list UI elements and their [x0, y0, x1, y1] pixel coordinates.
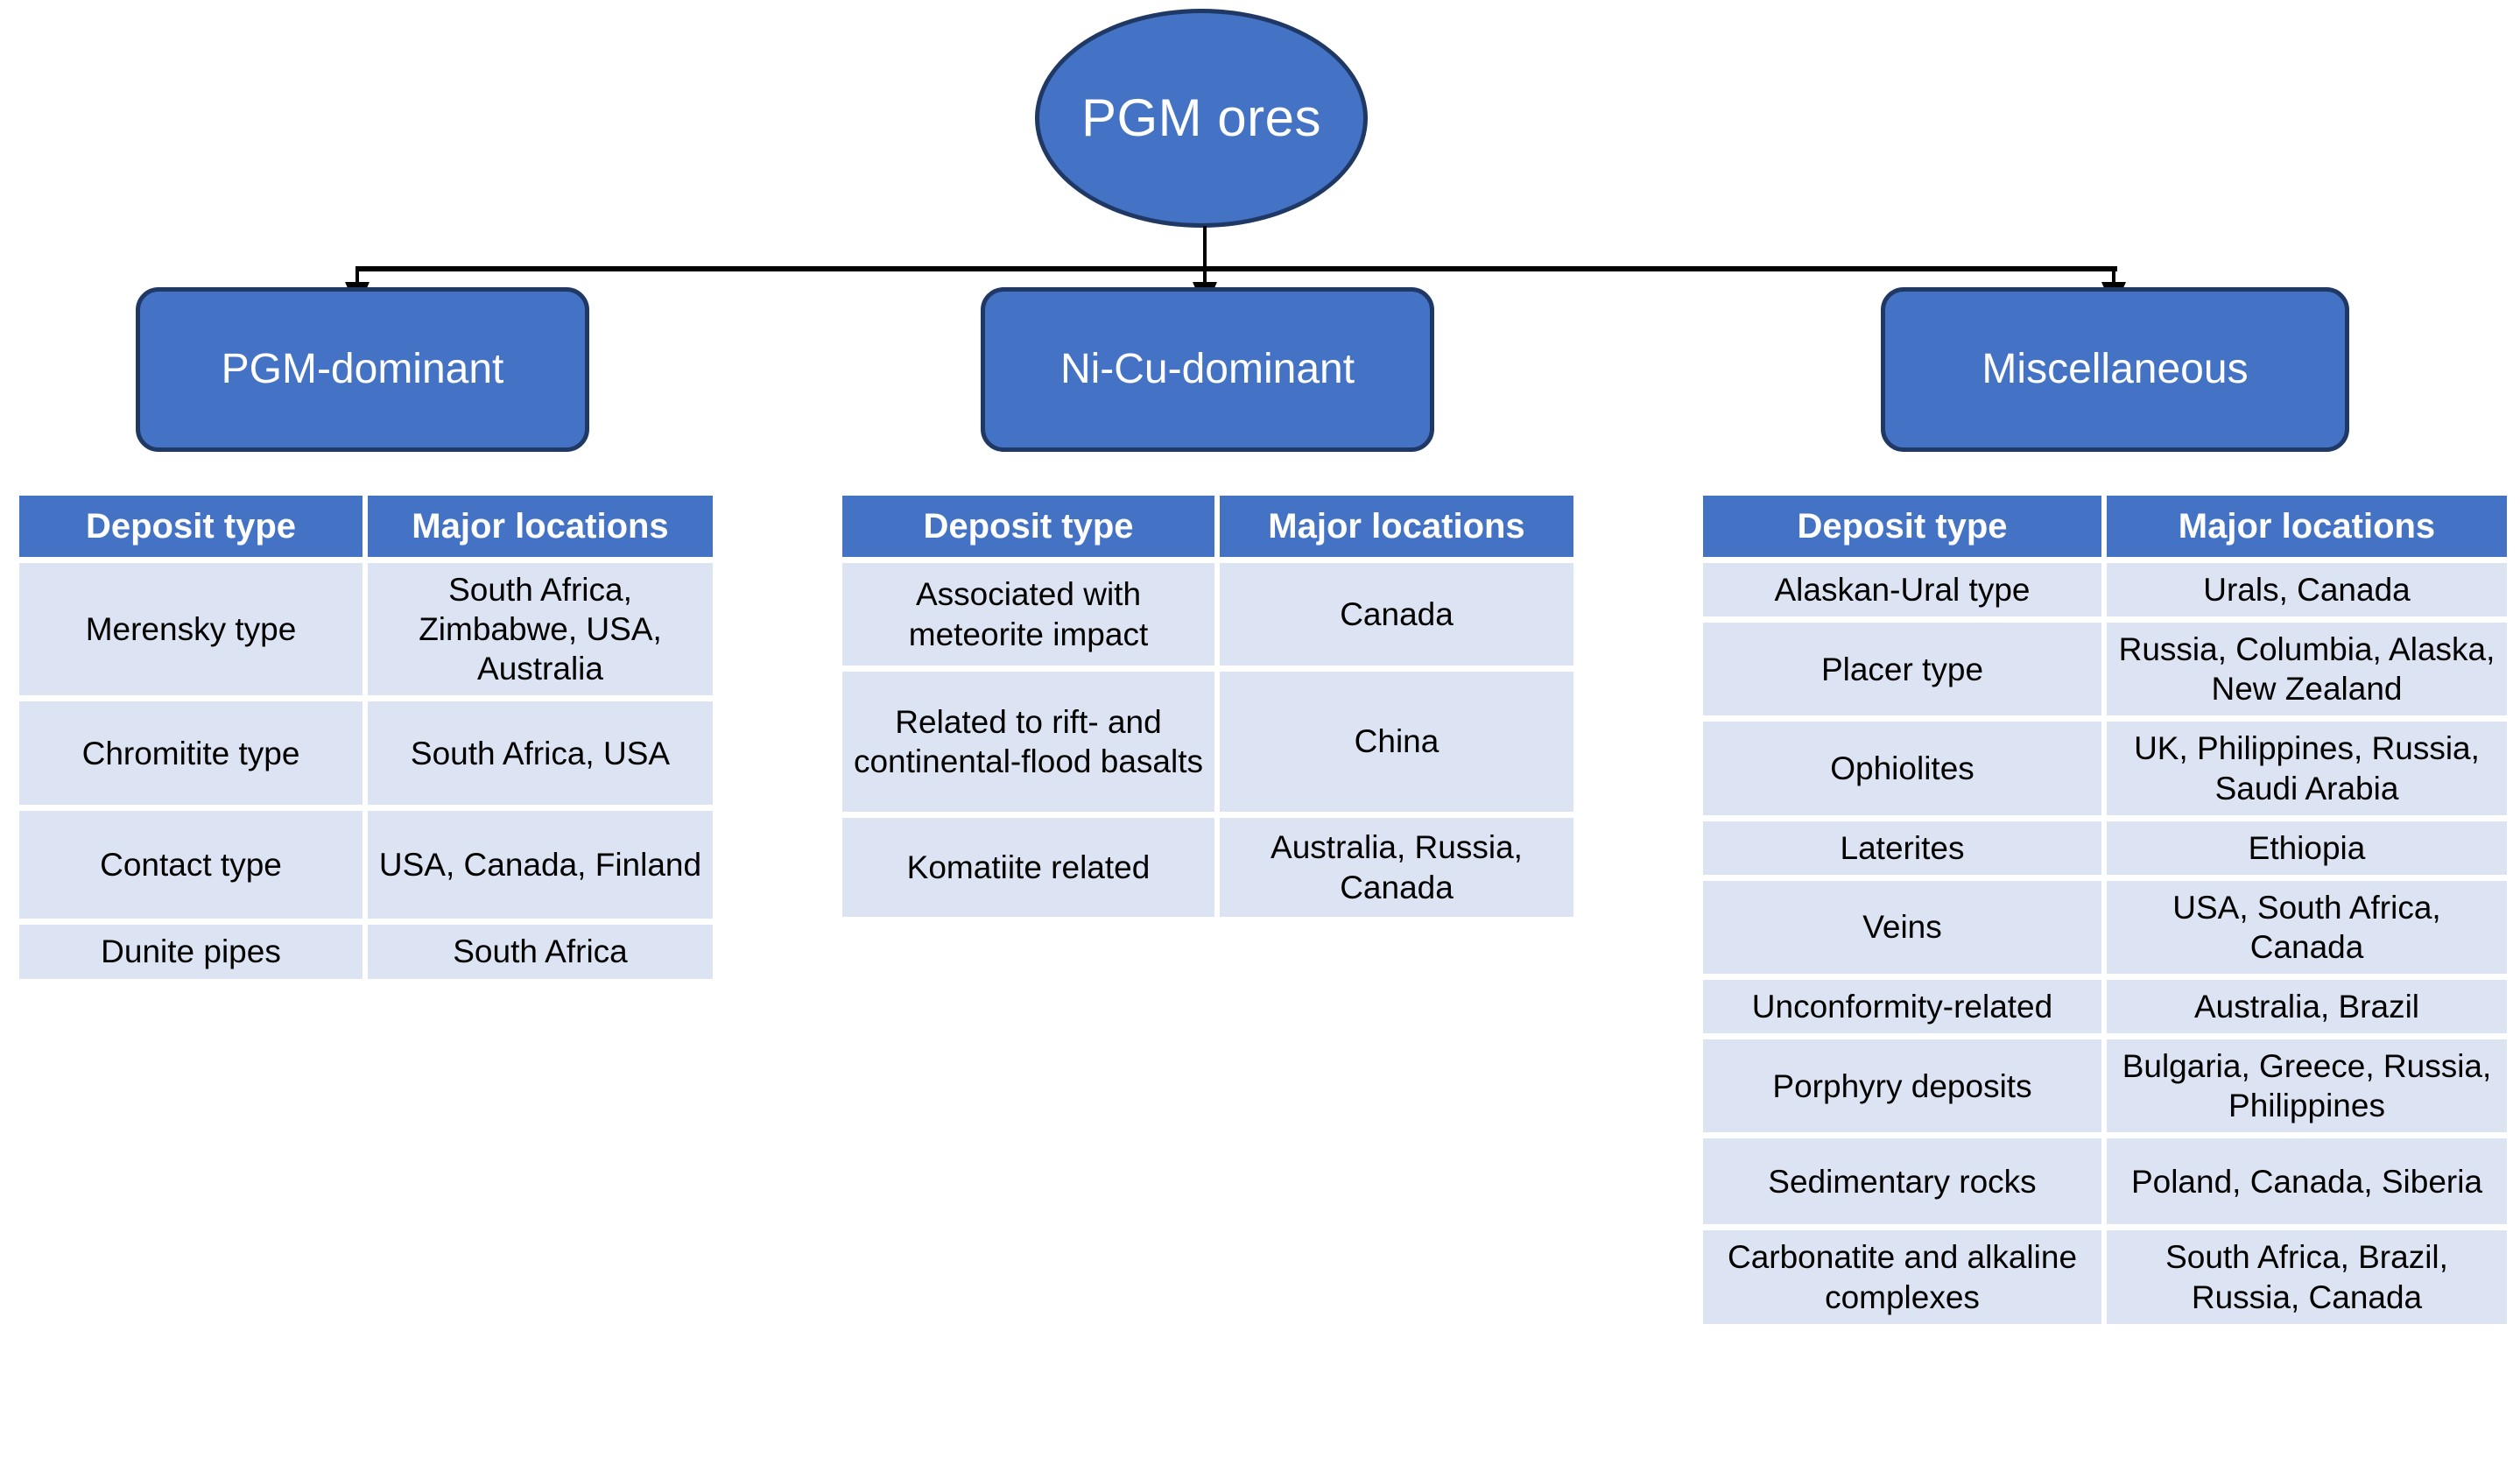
table-row: Placer type Russia, Columbia, Alaska, Ne…: [1703, 623, 2507, 716]
connector-stem: [1203, 226, 1207, 270]
category-box-pgm-dominant: PGM-dominant: [136, 287, 589, 452]
table-header-row: Deposit type Major locations: [842, 496, 1573, 557]
cell-deposit-type: Contact type: [19, 811, 363, 919]
table-row: Sedimentary rocks Poland, Canada, Siberi…: [1703, 1138, 2507, 1225]
table-row: Contact type USA, Canada, Finland: [19, 811, 713, 919]
table-row: Ophiolites UK, Philippines, Russia, Saud…: [1703, 722, 2507, 815]
connector-drop-pgm-dominant: [355, 266, 359, 285]
cell-deposit-type: Laterites: [1703, 821, 2101, 875]
cell-deposit-type: Veins: [1703, 880, 2101, 974]
deposit-table-pgm-dominant: Deposit type Major locations Merensky ty…: [14, 489, 718, 985]
category-box-label-nicu-dominant: Ni-Cu-dominant: [1059, 345, 1355, 392]
table-header-row: Deposit type Major locations: [19, 496, 713, 557]
category-box-miscellaneous: Miscellaneous: [1881, 287, 2349, 452]
cell-deposit-type: Sedimentary rocks: [1703, 1138, 2101, 1225]
connector-horizontal-bar: [355, 266, 2117, 271]
table-row: Veins USA, South Africa, Canada: [1703, 880, 2507, 974]
cell-deposit-type: Unconformity-related: [1703, 980, 2101, 1034]
table-header-row: Deposit type Major locations: [1703, 496, 2507, 557]
table-row: Carbonatite and alkaline complexes South…: [1703, 1230, 2507, 1324]
cell-deposit-type: Alaskan-Ural type: [1703, 563, 2101, 617]
cell-major-locations: South Africa: [368, 925, 713, 979]
cell-deposit-type: Related to rift- and continental-flood b…: [842, 672, 1214, 812]
column-header-major-locations: Major locations: [368, 496, 713, 557]
cell-deposit-type: Merensky type: [19, 563, 363, 696]
cell-major-locations: Urals, Canada: [2107, 563, 2507, 617]
cell-major-locations: Canada: [1220, 563, 1573, 666]
cell-major-locations: Australia, Brazil: [2107, 980, 2507, 1034]
category-box-label-pgm-dominant: PGM-dominant: [221, 345, 504, 392]
table-row: Komatiite related Australia, Russia, Can…: [842, 818, 1573, 917]
root-node-label: PGM ores: [1081, 88, 1322, 147]
column-header-deposit-type: Deposit type: [1703, 496, 2101, 557]
table-row: Related to rift- and continental-flood b…: [842, 672, 1573, 812]
cell-major-locations: Russia, Columbia, Alaska, New Zealand: [2107, 623, 2507, 716]
table-row: Alaskan-Ural type Urals, Canada: [1703, 563, 2507, 617]
category-box-nicu-dominant: Ni-Cu-dominant: [981, 287, 1434, 452]
cell-major-locations: South Africa, Zimbabwe, USA, Australia: [368, 563, 713, 696]
column-header-major-locations: Major locations: [1220, 496, 1573, 557]
cell-major-locations: South Africa, Brazil, Russia, Canada: [2107, 1230, 2507, 1324]
connector-drop-nicu-dominant: [1203, 266, 1207, 285]
table-row: Laterites Ethiopia: [1703, 821, 2507, 875]
table-row: Dunite pipes South Africa: [19, 925, 713, 979]
table-row: Associated with meteorite impact Canada: [842, 563, 1573, 666]
category-box-label-miscellaneous: Miscellaneous: [1982, 345, 2249, 392]
root-node-pgm-ores: PGM ores: [1035, 9, 1368, 228]
deposit-table-nicu-dominant: Deposit type Major locations Associated …: [837, 489, 1579, 923]
cell-deposit-type: Dunite pipes: [19, 925, 363, 979]
cell-deposit-type: Porphyry deposits: [1703, 1039, 2101, 1133]
cell-major-locations: China: [1220, 672, 1573, 812]
cell-deposit-type: Placer type: [1703, 623, 2101, 716]
column-header-major-locations: Major locations: [2107, 496, 2507, 557]
cell-deposit-type: Associated with meteorite impact: [842, 563, 1214, 666]
deposit-table-miscellaneous: Deposit type Major locations Alaskan-Ura…: [1698, 489, 2512, 1330]
connector-drop-miscellaneous: [2112, 266, 2115, 285]
table-row: Merensky type South Africa, Zimbabwe, US…: [19, 563, 713, 696]
cell-deposit-type: Ophiolites: [1703, 722, 2101, 815]
cell-major-locations: South Africa, USA: [368, 701, 713, 806]
table-row: Unconformity-related Australia, Brazil: [1703, 980, 2507, 1034]
cell-major-locations: Bulgaria, Greece, Russia, Philippines: [2107, 1039, 2507, 1133]
cell-major-locations: Ethiopia: [2107, 821, 2507, 875]
column-header-deposit-type: Deposit type: [19, 496, 363, 557]
cell-major-locations: UK, Philippines, Russia, Saudi Arabia: [2107, 722, 2507, 815]
cell-deposit-type: Chromitite type: [19, 701, 363, 806]
cell-major-locations: Poland, Canada, Siberia: [2107, 1138, 2507, 1225]
cell-deposit-type: Komatiite related: [842, 818, 1214, 917]
table-row: Chromitite type South Africa, USA: [19, 701, 713, 806]
column-header-deposit-type: Deposit type: [842, 496, 1214, 557]
cell-deposit-type: Carbonatite and alkaline complexes: [1703, 1230, 2101, 1324]
cell-major-locations: USA, South Africa, Canada: [2107, 880, 2507, 974]
cell-major-locations: Australia, Russia, Canada: [1220, 818, 1573, 917]
table-row: Porphyry deposits Bulgaria, Greece, Russ…: [1703, 1039, 2507, 1133]
cell-major-locations: USA, Canada, Finland: [368, 811, 713, 919]
